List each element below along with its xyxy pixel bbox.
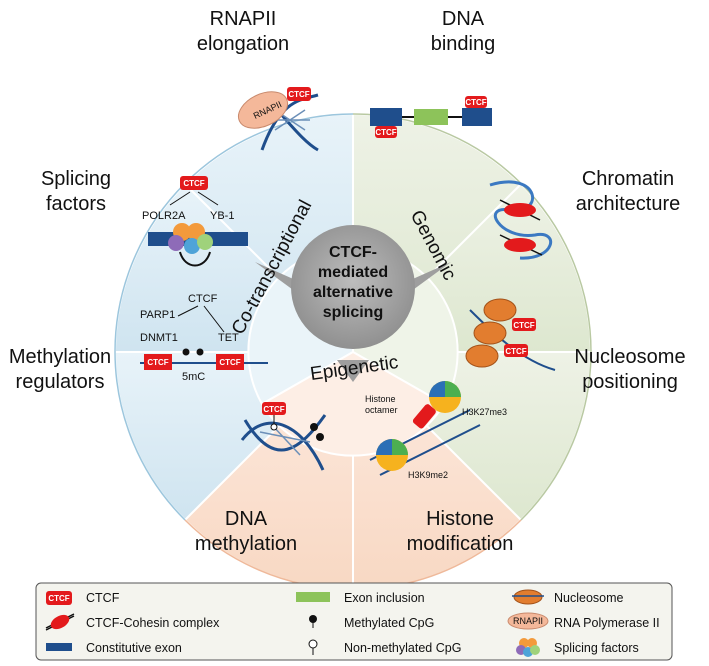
title-chromatin-2: architecture: [576, 193, 681, 215]
nucleosome-ctcf-1: CTCF: [513, 321, 534, 330]
mr-dnmt1: DNMT1: [140, 332, 178, 344]
legend-non-methylated: Non-methylated CpG: [344, 641, 461, 655]
legend-non-methylated-icon: [308, 639, 318, 655]
legend-methylated-icon: [309, 615, 317, 628]
histone-h3k9: H3K9me2: [408, 470, 448, 480]
legend-methylated: Methylated CpG: [344, 616, 434, 630]
title-histone-1: Histone: [426, 508, 494, 530]
histone-octamer-1: Histone: [365, 394, 396, 404]
dna-binding-illustration: CTCF CTCF: [370, 96, 492, 138]
title-nucleosome-1: Nucleosome: [574, 346, 685, 368]
mr-parp1: PARP1: [140, 309, 175, 321]
chromatin-illustration: [489, 180, 553, 260]
dna-binding-ctcf-2: CTCF: [465, 98, 486, 107]
legend-ctcf: CTCF: [86, 591, 120, 605]
legend-ctcf-swatch-label: CTCF: [48, 594, 69, 603]
sf-yb1: YB-1: [210, 210, 234, 222]
title-histone-2: modification: [407, 533, 514, 555]
nucleosome-illustration: CTCF CTCF: [465, 298, 556, 371]
center-line-2: mediated: [318, 264, 388, 281]
legend-ctcf-swatch: [46, 591, 72, 605]
mr-ctcf-box-2: CTCF: [219, 358, 240, 367]
legend-exon-inclusion-swatch: [296, 592, 330, 602]
title-dna-binding-2: binding: [431, 33, 496, 55]
legend-rnapii-icon-label: RNAPII: [513, 616, 543, 626]
legend-nucleosome: Nucleosome: [554, 591, 624, 605]
splicing-factors-illustration: CTCF POLR2A YB-1: [142, 176, 248, 267]
title-methylation-regulators-1: Methylation: [9, 346, 111, 368]
center-hub: [255, 225, 451, 382]
legend-constitutive-swatch: [46, 643, 72, 651]
histone-octamer-2: octamer: [365, 405, 398, 415]
dna-binding-ctcf-1: CTCF: [375, 128, 396, 137]
mr-5mc: 5mC: [182, 371, 205, 383]
legend-cohesin-icon: [45, 613, 75, 631]
rnapii-illustration: RNAPII CTCF: [237, 87, 319, 152]
nucleosome-ctcf-2: CTCF: [505, 347, 526, 356]
title-splicing-factors-1: Splicing: [41, 168, 111, 190]
title-dna-methylation-1: DNA: [225, 508, 268, 530]
sf-polr2a: POLR2A: [142, 210, 186, 222]
histone-illustration: Histone octamer H3K27me3 H3K9me2: [365, 381, 507, 480]
title-dna-methylation-2: methylation: [195, 533, 297, 555]
legend-nucleosome-icon: [512, 589, 544, 605]
legend-constitutive: Constitutive exon: [86, 641, 182, 655]
methylation-regulators-illustration: CTCF PARP1 DNMT1 TET CTCF CTCF 5mC: [140, 293, 268, 383]
title-nucleosome-2: positioning: [582, 371, 678, 393]
title-chromatin-1: Chromatin: [582, 168, 674, 190]
mr-ctcf-box-1: CTCF: [147, 358, 168, 367]
mr-ctcf: CTCF: [188, 293, 218, 305]
legend-exon-inclusion: Exon inclusion: [344, 591, 425, 605]
title-rnapii-2: elongation: [197, 33, 289, 55]
legend: CTCF CTCF CTCF-Cohesin complex Constitut…: [35, 582, 673, 661]
title-rnapii-1: RNAPII: [210, 8, 277, 30]
methylation-ctcf-label: CTCF: [263, 405, 284, 414]
center-line-1: CTCF-: [329, 244, 377, 261]
dna-methylation-illustration: CTCF: [240, 402, 327, 471]
rnapii-ctcf-label: CTCF: [288, 90, 309, 99]
legend-splicing-icon: [516, 638, 540, 657]
legend-rnapii: RNA Polymerase II: [554, 616, 660, 630]
title-splicing-factors-2: factors: [46, 193, 106, 215]
legend-cohesin: CTCF-Cohesin complex: [86, 616, 220, 630]
histone-h3k27: H3K27me3: [462, 407, 507, 417]
center-line-4: splicing: [323, 304, 383, 321]
title-dna-binding-1: DNA: [442, 8, 485, 30]
center-line-3: alternative: [313, 284, 393, 301]
title-methylation-regulators-2: regulators: [16, 371, 105, 393]
sf-ctcf-label: CTCF: [183, 179, 204, 188]
legend-rnapii-icon: RNAPII: [507, 612, 549, 630]
legend-splicing: Splicing factors: [554, 641, 639, 655]
mr-tet: TET: [218, 332, 239, 344]
